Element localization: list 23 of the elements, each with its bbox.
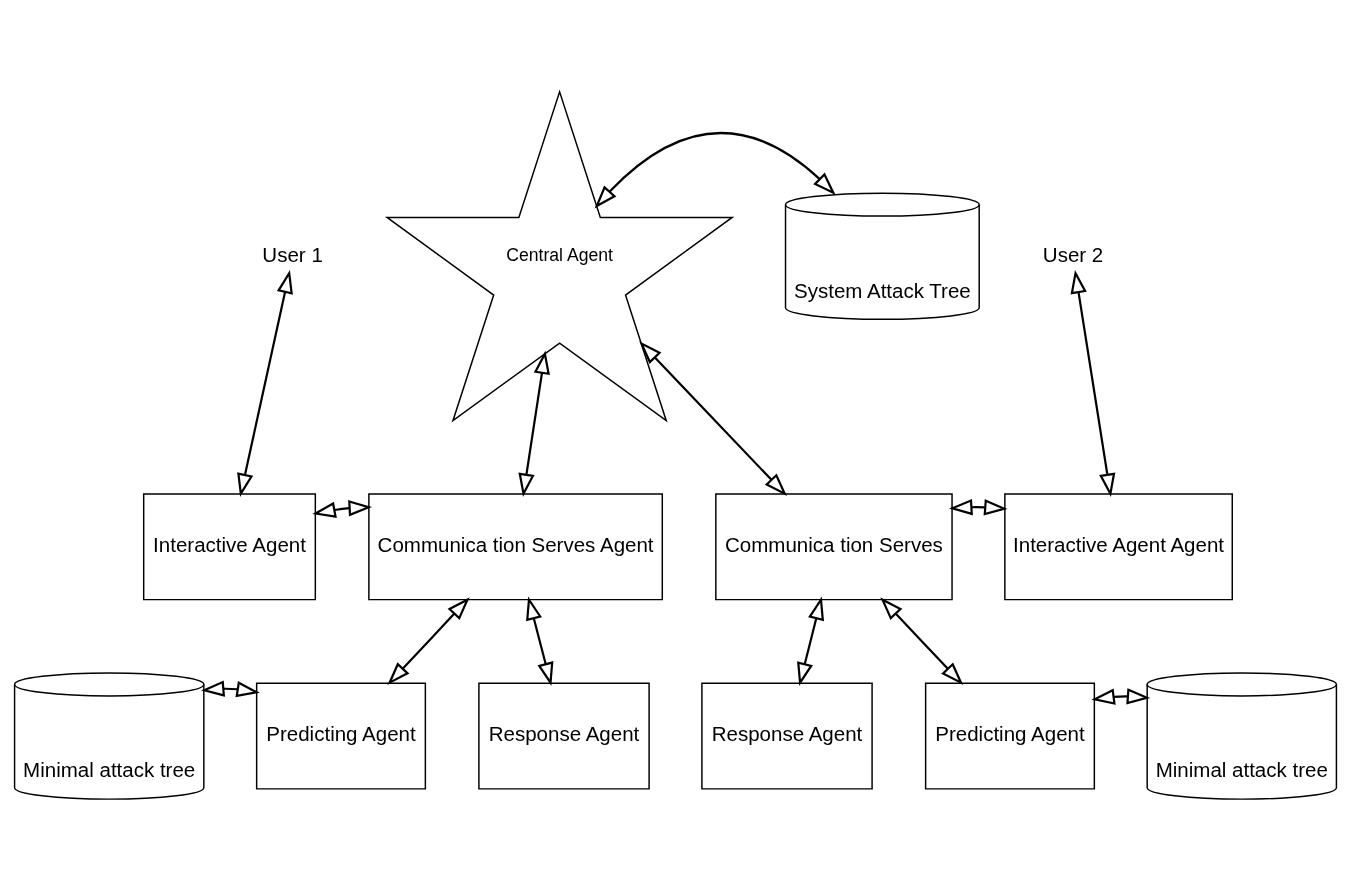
- arrow: [594, 131, 836, 208]
- arrow: [526, 595, 554, 686]
- node-text: User 2: [1042, 242, 1104, 266]
- arrow: [1070, 269, 1116, 497]
- node-box: Communica tion Serves Agent: [368, 492, 664, 600]
- arrow: [518, 350, 550, 497]
- arrow: [237, 269, 293, 497]
- node-box: Response Agent: [478, 682, 650, 790]
- node-text: User 1: [262, 242, 323, 266]
- arrow: [639, 340, 787, 496]
- node-box: Response Agent: [701, 682, 873, 790]
- node-box: Communica tion Serves: [715, 492, 953, 600]
- arrow: [797, 595, 825, 686]
- node-box: Interactive Agent: [142, 492, 317, 600]
- arrow: [200, 679, 260, 697]
- arrow: [880, 596, 964, 685]
- node-box: Interactive Agent Agent: [1004, 492, 1233, 600]
- arrow: [1091, 687, 1151, 705]
- node-box: Predicting Agent: [255, 682, 427, 790]
- arrow: [949, 498, 1008, 515]
- node-box: Predicting Agent: [924, 682, 1096, 790]
- arrow: [387, 596, 470, 685]
- arrow: [312, 499, 372, 518]
